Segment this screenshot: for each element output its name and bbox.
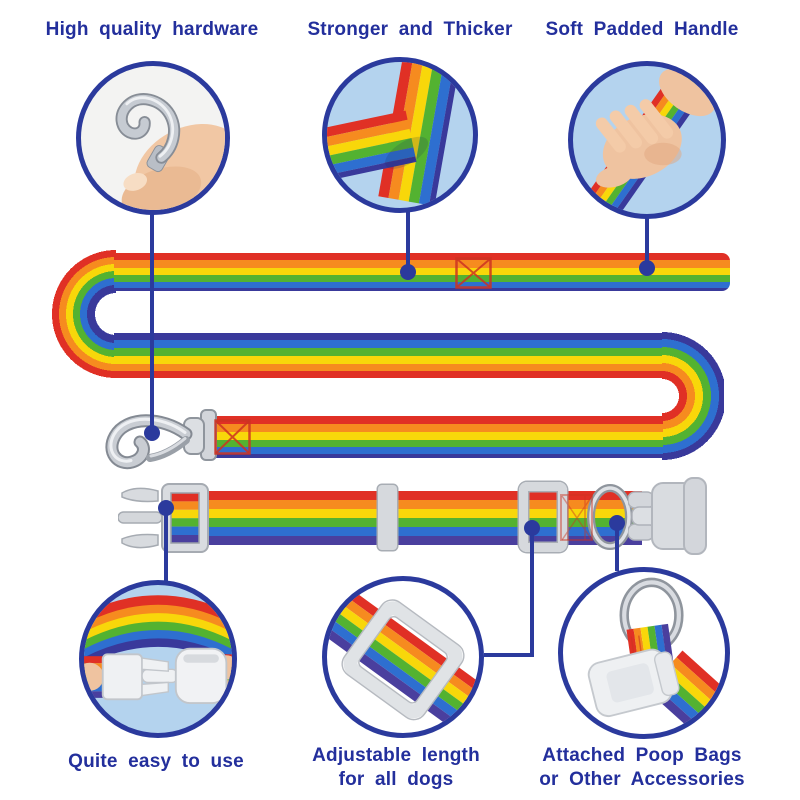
connector-line-accessories (615, 521, 619, 571)
caption-line: Soft Padded Handle (545, 19, 739, 40)
caption-high-quality-hardware: High quality hardware (30, 18, 274, 42)
connector-dot-adjustable (524, 520, 540, 536)
collar-female-buckle (628, 477, 707, 555)
buckle-halves-photo (84, 595, 232, 704)
connector-line-adjustable-h (484, 653, 534, 657)
leash-right-fold (662, 332, 724, 460)
leash-strap-bottom (204, 416, 663, 458)
caption-line: Adjustable length (312, 745, 480, 766)
stitch-box-top-strap (455, 257, 492, 289)
connector-dot-webbing (400, 264, 416, 280)
stitch-box-collar (560, 494, 593, 541)
triglide-slider-photo (327, 581, 479, 733)
detail-circle-adjustable-slider (322, 576, 484, 738)
caption-attached-accessories: Attached Poop Bags or Other Accessories (520, 744, 764, 792)
detail-circle-easy-buckle (79, 580, 237, 738)
collar-triglide-slider (519, 482, 567, 552)
caption-adjustable-length: Adjustable length for all dogs (274, 744, 518, 792)
hand-holding-handle-photo (573, 66, 721, 214)
caption-line: Quite easy to use (68, 751, 244, 772)
detail-circle-accessories-dring (558, 567, 730, 739)
detail-circle-handle (568, 61, 726, 219)
d-ring-attachment-photo (587, 577, 725, 734)
collar-keeper-loop (378, 485, 397, 550)
connector-line-adjustable-v (530, 528, 534, 657)
connector-line-easy (164, 508, 168, 584)
caption-line: High quality hardware (45, 19, 259, 40)
connector-dot-accessories (609, 515, 625, 531)
caption-quite-easy: Quite easy to use (34, 750, 278, 774)
collar-d-ring (587, 484, 633, 550)
detail-circle-webbing (322, 57, 478, 213)
detail-circle-hardware (76, 61, 230, 215)
caption-line: Stronger and Thicker (307, 19, 513, 40)
connector-dot-hardware (144, 425, 160, 441)
caption-soft-padded-handle: Soft Padded Handle (520, 18, 764, 42)
connector-line-webbing (406, 211, 410, 273)
leash-left-fold (52, 250, 116, 378)
connector-line-handle (645, 217, 649, 270)
caption-line: or Other Accessories (539, 769, 745, 790)
leash-strap-top (114, 253, 730, 291)
stitch-box-bottom-strap (214, 419, 251, 455)
connector-dot-easy (158, 500, 174, 516)
collar-male-buckle (118, 483, 209, 553)
snap-hook-clasp (105, 409, 217, 470)
connector-line-hardware (150, 212, 154, 434)
twisted-webbing-photo (327, 62, 463, 207)
collar-strap (204, 491, 642, 545)
caption-line: for all dogs (338, 769, 454, 790)
metal-hook-photo (115, 93, 225, 210)
caption-stronger-thicker: Stronger and Thicker (288, 18, 532, 42)
connector-dot-handle (639, 260, 655, 276)
caption-line: Attached Poop Bags (542, 745, 742, 766)
leash-strap-middle (114, 333, 662, 378)
